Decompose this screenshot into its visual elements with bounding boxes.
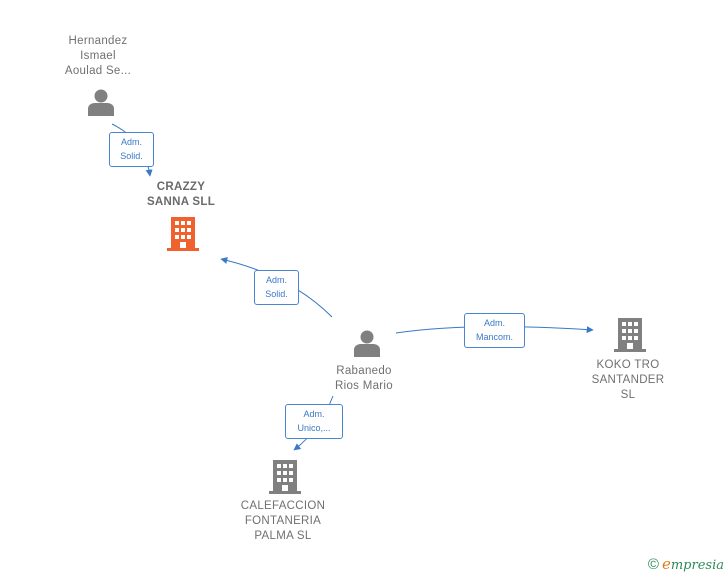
- copyright-icon: ©: [647, 556, 659, 573]
- node-crazzy-label[interactable]: CRAZZY SANNA SLL: [121, 180, 241, 210]
- brand-logo-text: mpresia: [670, 558, 724, 573]
- person-icon[interactable]: [86, 87, 116, 117]
- relation-role-line-2: Mancom.: [475, 332, 513, 342]
- node-calefaccion-label[interactable]: CALEFACCION FONTANERIA PALMA SL: [228, 499, 338, 544]
- node-calefaccion-line-1: CALEFACCION: [240, 500, 326, 512]
- node-hernandez-line-3: Aoulad Se...: [64, 65, 132, 77]
- relation-role-line-1: Adm.: [265, 275, 287, 285]
- node-calefaccion-line-2: FONTANERIA: [244, 515, 322, 527]
- node-hernandez-label[interactable]: Hernandez Ismael Aoulad Se...: [48, 34, 148, 79]
- building-icon[interactable]: [167, 217, 199, 251]
- node-rabanedo-line-1: Rabanedo: [336, 365, 392, 377]
- node-crazzy-line-1: CRAZZY: [156, 181, 206, 193]
- brand-logo-letter: e: [661, 555, 671, 573]
- node-koko-label[interactable]: KOKO TRO SANTANDER SL: [578, 358, 678, 403]
- node-hernandez-line-2: Ismael: [80, 50, 116, 62]
- relation-role-line-1: Adm.: [120, 137, 142, 147]
- node-crazzy-line-2: SANNA SLL: [146, 196, 216, 208]
- relation-badge-rabanedo-koko[interactable]: Adm. Mancom.: [464, 313, 525, 348]
- node-koko-line-1: KOKO TRO: [596, 359, 660, 371]
- relation-role-line-1: Adm.: [483, 318, 505, 328]
- node-rabanedo-line-2: Rios Mario: [335, 380, 393, 392]
- node-koko-line-2: SANTANDER: [591, 374, 665, 386]
- relation-badge-hernandez-crazzy[interactable]: Adm. Solid.: [109, 132, 154, 167]
- node-koko-line-3: SL: [620, 389, 636, 401]
- relation-role-line-2: Solid.: [120, 151, 143, 161]
- brand-footer[interactable]: ©empresia: [648, 555, 724, 573]
- building-icon[interactable]: [614, 318, 646, 352]
- building-icon[interactable]: [269, 460, 301, 494]
- relation-role-line-2: Unico,...: [297, 423, 331, 433]
- relation-role-line-2: Solid.: [265, 289, 288, 299]
- relation-role-line-1: Adm.: [303, 409, 325, 419]
- node-rabanedo-label[interactable]: Rabanedo Rios Mario: [314, 364, 414, 394]
- person-icon[interactable]: [352, 328, 382, 358]
- relation-badge-rabanedo-crazzy[interactable]: Adm. Solid.: [254, 270, 299, 305]
- relation-badge-rabanedo-calefaccion[interactable]: Adm. Unico,...: [285, 404, 343, 439]
- node-calefaccion-line-3: PALMA SL: [254, 530, 312, 542]
- node-hernandez-line-1: Hernandez: [68, 35, 128, 47]
